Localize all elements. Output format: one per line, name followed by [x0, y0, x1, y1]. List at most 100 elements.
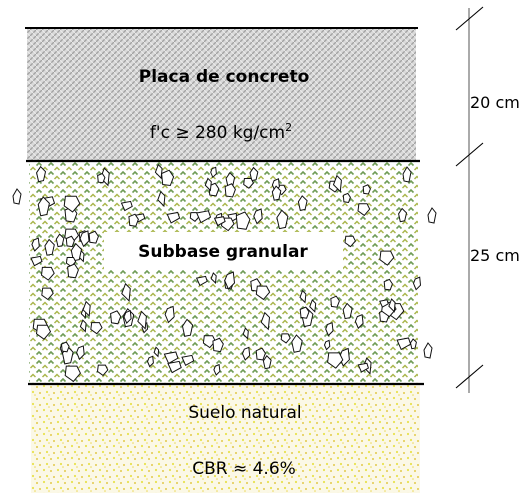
natural-soil-label: Suelo natural [188, 403, 301, 423]
aggregate-stone [297, 195, 308, 211]
aggregate-stone [65, 235, 75, 248]
subbase-label-box [104, 232, 343, 270]
aggregate-stone [255, 285, 271, 301]
aggregate-stone [60, 341, 70, 353]
aggregate-stone [76, 345, 85, 361]
aggregate-stone [235, 211, 251, 230]
dimension-tick-bottom [455, 364, 484, 389]
aggregate-stone [213, 216, 226, 227]
aggregate-stone [30, 255, 43, 267]
aggregate-stone [44, 238, 55, 256]
aggregate-stone [90, 322, 103, 335]
aggregate-stone [344, 235, 356, 248]
aggregate-stone [82, 300, 91, 318]
aggregate-stone [164, 305, 175, 324]
aggregate-stone [224, 271, 236, 290]
concrete-strength: f'c ≥ 280 kg/cm2 [150, 121, 292, 143]
aggregate-stone [260, 311, 271, 331]
aggregate-stone [96, 364, 109, 377]
aggregate-stone [189, 212, 200, 222]
concrete-label: Placa de concreto [139, 67, 310, 87]
aggregate-stone [195, 210, 212, 224]
subbase-thickness-label: 25 cm [470, 246, 520, 265]
aggregate-stone [97, 172, 106, 184]
subbase-fill [29, 162, 418, 384]
aggregate-stone [204, 177, 212, 192]
aggregate-stone [323, 339, 331, 351]
aggregate-stone [210, 272, 217, 284]
aggregate-stone [195, 275, 208, 287]
aggregate-stone [241, 346, 251, 361]
aggregate-stone [110, 310, 122, 325]
aggregate-stones [12, 163, 437, 383]
aggregate-stone [37, 196, 50, 217]
dimension-line: 20 cm 25 cm [455, 6, 520, 393]
aggregate-stone [327, 352, 344, 369]
aggregate-stone [379, 299, 389, 308]
aggregate-stone [161, 169, 175, 187]
aggregate-stone [55, 233, 65, 248]
aggregate-stone [427, 207, 437, 224]
aggregate-stone [243, 178, 254, 189]
aggregate-stone [379, 250, 395, 266]
aggregate-stone [88, 230, 99, 244]
aggregate-stone [255, 347, 266, 361]
aggregate-stone [154, 163, 163, 180]
natural-soil-layer: Suelo natural CBR ≈ 4.6% [31, 384, 420, 493]
aggregate-stone [262, 355, 272, 370]
aggregate-stone [276, 209, 289, 230]
aggregate-stone [208, 182, 220, 197]
aggregate-stone [354, 313, 364, 330]
aggregate-stone [409, 338, 417, 350]
aggregate-stone [35, 324, 52, 340]
aggregate-stone [383, 278, 393, 291]
aggregate-stone [224, 183, 236, 198]
aggregate-stone [40, 266, 55, 281]
aggregate-stone [64, 365, 81, 383]
aggregate-stone [342, 192, 351, 204]
aggregate-stone [181, 354, 195, 367]
aggregate-stone [163, 351, 179, 365]
aggregate-stone [166, 211, 181, 224]
concrete-thickness-label: 20 cm [470, 93, 520, 112]
aggregate-stone [253, 208, 263, 225]
aggregate-stone [146, 355, 154, 368]
aggregate-stone [120, 200, 133, 212]
aggregate-stone [342, 302, 353, 320]
aggregate-stone [291, 334, 303, 353]
aggregate-stone [330, 295, 340, 308]
aggregate-stone [157, 190, 166, 208]
aggregate-stone [123, 309, 132, 324]
dimension-tick-middle [455, 142, 484, 167]
aggregate-stone [362, 184, 371, 195]
aggregate-stone [63, 195, 81, 213]
aggregate-stone [423, 342, 433, 359]
aggregate-stone [167, 360, 182, 374]
aggregate-stone [36, 165, 47, 183]
aggregate-stone [280, 333, 291, 344]
aggregate-stone [213, 363, 221, 376]
aggregate-stone [309, 299, 317, 313]
aggregate-stone [398, 207, 408, 223]
aggregate-stone [79, 230, 90, 248]
aggregate-stone [242, 327, 249, 340]
subbase-label: Subbase granular [138, 242, 308, 262]
concrete-layer: Placa de concreto f'c ≥ 280 kg/cm2 [27, 28, 416, 162]
aggregate-stone [202, 335, 216, 349]
natural-soil-fill [31, 384, 420, 493]
aggregate-stone [402, 166, 412, 183]
aggregate-stone [332, 174, 342, 193]
aggregate-stone [357, 203, 371, 217]
aggregate-stone [153, 346, 160, 358]
aggregate-stone [121, 282, 131, 303]
aggregate-stone [357, 362, 370, 373]
aggregate-stone [41, 287, 54, 301]
aggregate-stone [137, 310, 147, 330]
aggregate-stone [412, 276, 422, 291]
aggregate-stone [12, 188, 22, 205]
aggregate-stone [79, 319, 87, 333]
aggregate-stone [128, 213, 139, 227]
aggregate-stone [31, 237, 40, 252]
aggregate-stone [271, 185, 282, 201]
